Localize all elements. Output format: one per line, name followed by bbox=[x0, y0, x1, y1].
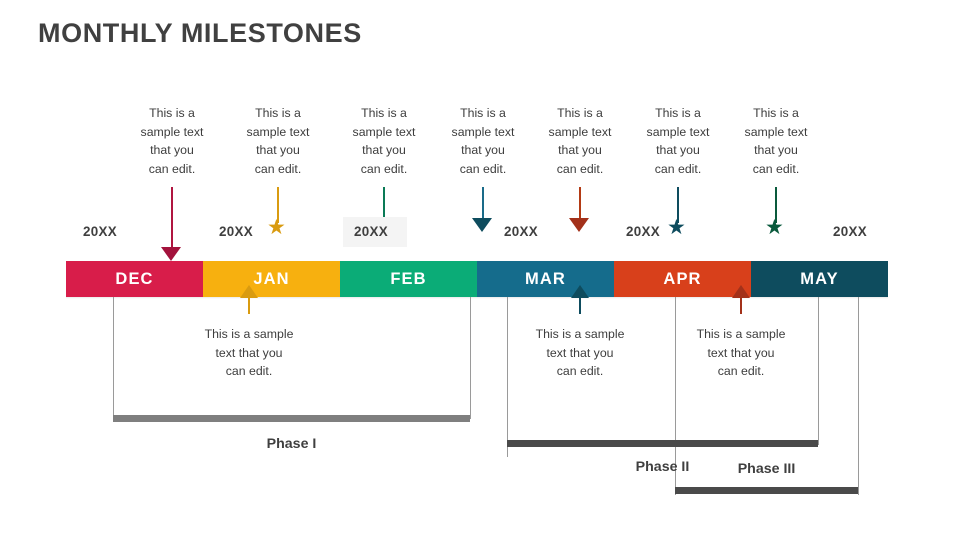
arrow-down-icon-4 bbox=[472, 218, 492, 232]
year-label-2: 20XX bbox=[219, 224, 253, 239]
connector-line-2 bbox=[277, 187, 279, 223]
connector-line-bottom-1 bbox=[248, 293, 250, 314]
month-segment-jan[interactable]: JAN bbox=[203, 261, 340, 297]
year-label-4: 20XX bbox=[504, 224, 538, 239]
year-label-5: 20XX bbox=[626, 224, 660, 239]
connector-line-1 bbox=[171, 187, 173, 251]
connector-line-bottom-2 bbox=[579, 293, 581, 314]
phase-bar-3 bbox=[675, 487, 858, 494]
page-title: MONTHLY MILESTONES bbox=[38, 18, 362, 48]
connector-line-7 bbox=[775, 187, 777, 223]
top-callout-text-1: This is a sample text that you can edit. bbox=[140, 106, 204, 176]
connector-line-bottom-3 bbox=[740, 293, 742, 314]
top-callout-text-4: This is a sample text that you can edit. bbox=[451, 106, 515, 176]
phase-label-1: Phase I bbox=[266, 436, 317, 452]
phase-label-2: Phase II bbox=[635, 459, 690, 475]
guide-line-6 bbox=[858, 297, 859, 495]
star-icon-7: ★ bbox=[765, 216, 784, 239]
star-icon-6: ★ bbox=[667, 216, 686, 239]
top-callout-text-6: This is a sample text that you can edit. bbox=[646, 106, 710, 176]
guide-line-3 bbox=[507, 297, 508, 457]
top-callout-text-3: This is a sample text that you can edit. bbox=[352, 106, 416, 176]
top-callout-text-2: This is a sample text that you can edit. bbox=[246, 106, 310, 176]
guide-line-2 bbox=[470, 297, 471, 419]
bar-shadow bbox=[66, 295, 888, 299]
arrow-up-icon-3 bbox=[732, 285, 750, 298]
month-segment-feb[interactable]: FEB bbox=[340, 261, 477, 297]
bottom-callout-text-2: This is a sample text that you can edit. bbox=[535, 327, 625, 379]
year-label-6: 20XX bbox=[833, 224, 867, 239]
connector-line-3 bbox=[383, 187, 385, 220]
connector-line-5 bbox=[579, 187, 581, 220]
star-icon-2: ★ bbox=[267, 216, 286, 239]
bottom-callout-text-3: This is a sample text that you can edit. bbox=[696, 327, 786, 379]
month-label-apr: APR bbox=[663, 269, 702, 288]
arrow-up-icon-1 bbox=[240, 285, 258, 298]
month-segment-may[interactable]: MAY bbox=[751, 261, 888, 297]
year-label-3: 20XX bbox=[354, 224, 388, 239]
top-callout-text-5: This is a sample text that you can edit. bbox=[548, 106, 612, 176]
connector-line-4 bbox=[482, 187, 484, 220]
month-segment-mar[interactable]: MAR bbox=[477, 261, 614, 297]
phase-bar-2 bbox=[507, 440, 818, 447]
bottom-callout-text-1: This is a sample text that you can edit. bbox=[204, 327, 294, 379]
connector-line-6 bbox=[677, 187, 679, 223]
phase-bar-1 bbox=[113, 415, 470, 422]
month-label-jan: JAN bbox=[253, 269, 290, 288]
month-label-may: MAY bbox=[800, 269, 839, 288]
top-callout-text-7: This is a sample text that you can edit. bbox=[744, 106, 808, 176]
arrow-down-icon-5 bbox=[569, 218, 589, 232]
guide-line-1 bbox=[113, 297, 114, 419]
phase-label-3: Phase III bbox=[737, 461, 796, 477]
arrow-down-icon-1 bbox=[161, 247, 181, 261]
year-label-1: 20XX bbox=[83, 224, 117, 239]
month-segment-apr[interactable]: APR bbox=[614, 261, 751, 297]
month-label-dec: DEC bbox=[115, 269, 154, 288]
month-label-feb: FEB bbox=[390, 269, 427, 288]
guide-line-4 bbox=[675, 297, 676, 495]
year-highlight-box bbox=[343, 217, 407, 247]
month-label-mar: MAR bbox=[525, 269, 566, 288]
month-segment-dec[interactable]: DEC bbox=[66, 261, 203, 297]
guide-line-5 bbox=[818, 297, 819, 445]
arrow-up-icon-2 bbox=[571, 285, 589, 298]
